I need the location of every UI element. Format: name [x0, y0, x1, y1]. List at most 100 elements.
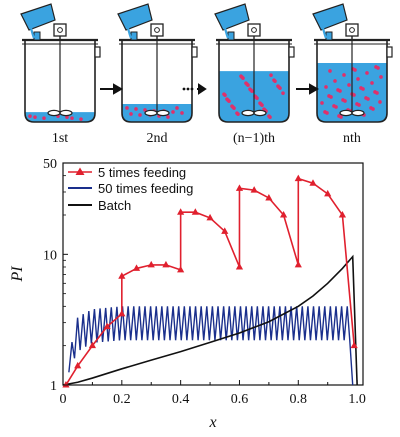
pour-stream: [29, 27, 36, 39]
bucket-body: [117, 3, 153, 31]
series-five-feeding: [62, 174, 358, 388]
data-point-triangle: [191, 208, 199, 215]
y-tick-label: 50: [43, 157, 57, 172]
motor-icon: [247, 23, 261, 37]
series-layer: [62, 174, 358, 388]
particle: [365, 71, 369, 75]
x-tick-label: 0.4: [172, 392, 190, 407]
particle: [28, 114, 32, 118]
particle: [125, 106, 129, 110]
particle: [175, 106, 179, 110]
stage-arrows: [100, 83, 320, 95]
particle: [339, 115, 343, 119]
particle: [320, 101, 324, 105]
motor-icon: [345, 23, 359, 37]
tank-1: [20, 3, 101, 123]
particle: [370, 81, 374, 85]
data-point-triangle: [265, 193, 273, 201]
x-tick-label: 0.8: [290, 392, 308, 407]
particle: [166, 115, 170, 119]
particle: [352, 93, 356, 97]
arrow-right-icon: [197, 83, 207, 95]
particle: [338, 89, 342, 93]
x-tick-label: 0: [60, 392, 67, 407]
series-batch-line: [62, 254, 358, 386]
particle: [333, 79, 337, 83]
particle: [223, 93, 227, 97]
pour-stream: [223, 27, 230, 39]
particle: [138, 113, 142, 117]
series-fifty-feeding-line: [68, 306, 354, 386]
feeding-schematic: [20, 3, 393, 123]
tank-2: [117, 3, 198, 123]
tank-3: [214, 3, 295, 123]
pour-stream: [321, 27, 328, 39]
impeller-blade: [47, 109, 61, 117]
particle: [65, 115, 69, 119]
legend-item-five-feeding: 5 times feeding: [68, 165, 186, 180]
particles: [28, 114, 83, 121]
tank-body: [316, 40, 388, 123]
particle: [180, 111, 184, 115]
data-point-triangle: [88, 341, 97, 349]
motor-shaft-icon: [154, 27, 160, 33]
data-point-triangle: [279, 210, 288, 218]
impeller-icon: [144, 109, 170, 117]
data-point-triangle: [338, 210, 347, 218]
side-nozzle: [386, 46, 393, 58]
particle: [379, 75, 383, 79]
particle: [329, 95, 333, 99]
particle: [328, 69, 332, 73]
data-point-triangle: [162, 260, 170, 268]
tank-body: [121, 40, 193, 123]
particle: [273, 79, 277, 83]
inlet-pipe: [227, 31, 235, 41]
impeller-blade: [241, 109, 255, 117]
motor-icon: [53, 23, 67, 37]
particle: [269, 73, 273, 77]
particle: [357, 103, 361, 107]
feed-bucket-icon: [20, 3, 56, 39]
particle: [371, 107, 375, 111]
tank-liquid: [25, 112, 95, 122]
x-axis-title: x: [208, 414, 216, 431]
data-point-triangle: [103, 322, 111, 330]
tank-body: [24, 40, 96, 123]
particle: [171, 110, 175, 114]
side-nozzle: [288, 46, 295, 58]
legend-label-batch: Batch: [98, 198, 131, 213]
bucket-body: [20, 3, 56, 31]
x-tick-label: 0.2: [113, 392, 131, 407]
particle: [255, 96, 259, 100]
stage-label-2nd: 2nd: [147, 131, 168, 146]
bucket-body: [214, 3, 250, 31]
motor-shaft-icon: [57, 27, 63, 33]
y-axis-title: PI: [9, 266, 26, 283]
stage-label-n-minus-1: (n−1)th: [233, 131, 275, 146]
plot-frame: [62, 162, 364, 386]
data-point-triangle: [118, 309, 126, 317]
feed-bucket-icon: [312, 3, 348, 39]
ellipsis-dots-icon: [182, 87, 194, 91]
particle: [232, 106, 236, 110]
data-point-triangle: [235, 262, 244, 270]
arrow-right-icon: [100, 83, 124, 95]
legend-label-five-feeding: 5 times feeding: [98, 165, 186, 180]
particle: [353, 68, 357, 72]
y-tick-label: 1: [50, 379, 57, 394]
stage-label-1st: 1st: [52, 131, 68, 146]
impeller-blade: [351, 109, 365, 117]
particle: [129, 112, 133, 116]
side-nozzle: [94, 46, 101, 58]
arrow-right-icon: [296, 83, 320, 95]
particle: [79, 117, 83, 121]
data-point-triangle: [74, 361, 82, 369]
data-point-triangle: [206, 213, 214, 221]
impeller-blade: [339, 109, 353, 117]
particle: [324, 85, 328, 89]
data-point-triangle: [250, 186, 258, 193]
x-tick-label: 1.0: [348, 392, 366, 407]
